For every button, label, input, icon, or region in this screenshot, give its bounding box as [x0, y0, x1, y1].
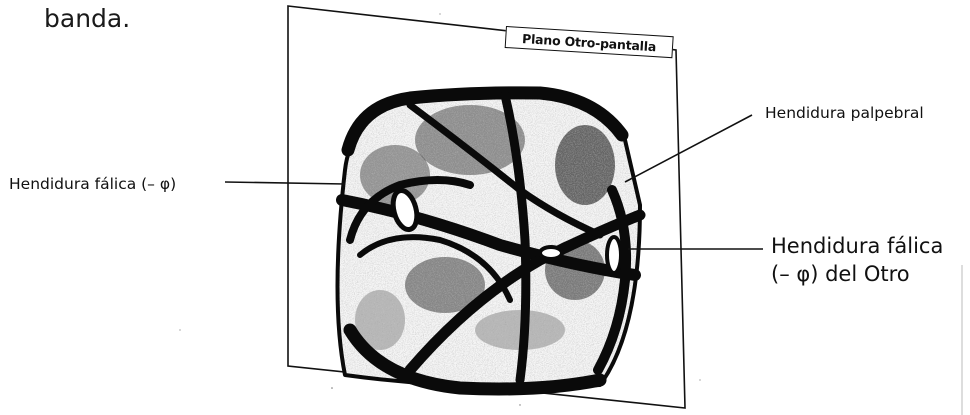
label-palpebral-slit: Hendidura palpebral [765, 104, 924, 122]
palpebral-slit [540, 247, 562, 259]
label-phallic-slit-other-line1: Hendidura fálica [771, 232, 943, 260]
phallic-slit-other [607, 237, 621, 273]
label-phallic-slit: Hendidura fálica (– φ) [9, 175, 176, 193]
label-phallic-slit-other-line2: (– φ) del Otro [771, 260, 943, 288]
label-phallic-slit-other: Hendidura fálica (– φ) del Otro [771, 232, 943, 288]
